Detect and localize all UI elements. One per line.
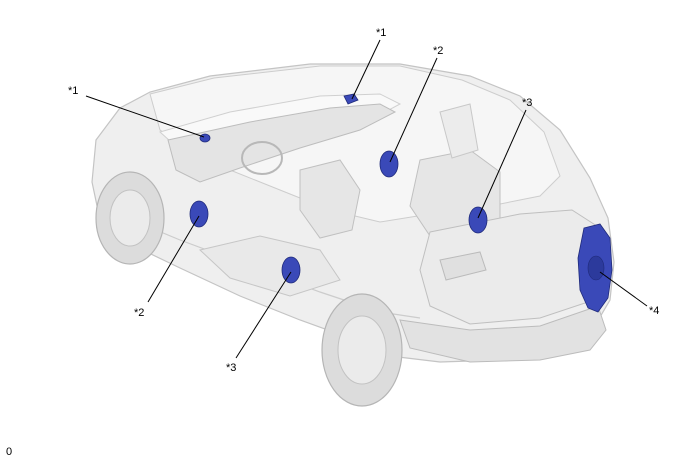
rear-bumper (399, 305, 607, 363)
front-seat (299, 159, 361, 239)
front-tweeter-left-marker (199, 133, 211, 143)
callout-label-front-speaker-right: *2 (433, 45, 443, 57)
rear-wheel-hub (337, 315, 387, 385)
callout-label-subwoofer: *4 (649, 305, 659, 317)
callout-line-front-speaker-right (389, 57, 438, 163)
rear-seat-back (439, 103, 479, 159)
callout-line-front-speaker-left (147, 215, 200, 303)
front-tweeter-right-marker (343, 93, 359, 105)
callout-line-rear-speaker-left (235, 271, 292, 359)
callout-labels: *1 *1 *2 *2 *3 *3 *4 (68, 27, 659, 374)
rear-speaker-right-marker (468, 206, 488, 234)
callout-label-front-speaker-left: *2 (134, 307, 144, 319)
callout-label-rear-speaker-left: *3 (226, 362, 236, 374)
floor-panel (198, 235, 341, 297)
callout-line-front-tweeter-left (85, 95, 205, 138)
callout-line-front-tweeter-right (351, 39, 381, 100)
subwoofer-cone (587, 255, 605, 281)
illustration-id: 0 (6, 446, 13, 458)
callout-label-front-tweeter-right: *1 (376, 27, 386, 39)
steering-wheel (241, 141, 283, 175)
callout-lines (85, 39, 648, 359)
front-speaker-left-marker (189, 200, 209, 228)
rear-speaker-left-marker (281, 256, 301, 284)
callout-label-front-tweeter-left: *1 (68, 85, 78, 97)
front-wheel-hub (109, 189, 151, 247)
tail-light (439, 251, 487, 281)
callout-line-subwoofer (599, 271, 648, 307)
components (189, 93, 613, 313)
front-speaker-right-marker (379, 150, 399, 178)
callout-label-rear-speaker-right: *3 (522, 97, 532, 109)
callout-line-rear-speaker-right (477, 109, 527, 219)
vehicle-dashboard (167, 103, 397, 183)
vehicle-illustration (91, 63, 615, 407)
